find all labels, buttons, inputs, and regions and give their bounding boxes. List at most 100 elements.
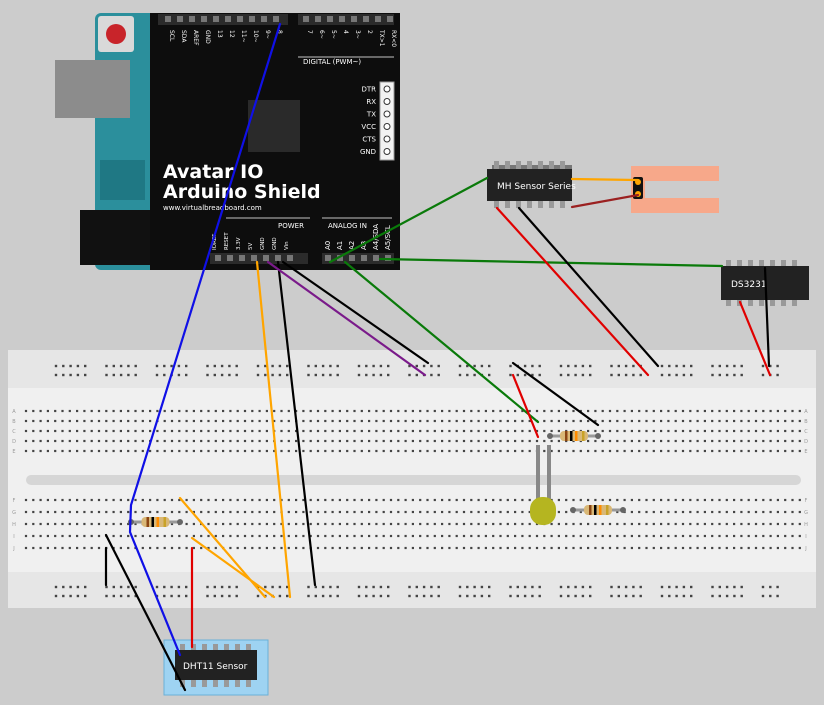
wire-darkred-mh-probe bbox=[570, 193, 640, 209]
shield-chip bbox=[248, 100, 300, 152]
led bbox=[530, 445, 556, 525]
serial-pin-label: GND bbox=[360, 148, 376, 156]
analog-pin-label: A2 bbox=[348, 241, 356, 250]
row-letter: I bbox=[805, 534, 806, 540]
led-body bbox=[530, 497, 556, 525]
digital-label: DIGITAL (PWM~) bbox=[303, 58, 361, 66]
wire-red-mh-rail bbox=[495, 206, 650, 377]
wire-green-a1-led bbox=[343, 260, 540, 424]
voltage-regulator bbox=[100, 160, 145, 200]
row-letter: F bbox=[805, 498, 808, 504]
power-pin-label: 5V bbox=[248, 243, 254, 250]
dht11-sensor-module: DHT11 Sensor bbox=[163, 639, 269, 696]
power-label: POWER bbox=[278, 222, 304, 230]
wire-black-gnd-rail bbox=[276, 260, 317, 587]
row-letter: A bbox=[804, 409, 808, 415]
analog-pin-label: A3 bbox=[360, 241, 368, 250]
wire-blue-pin8-dht bbox=[128, 22, 282, 657]
resistor-ldr bbox=[570, 505, 626, 515]
digital-pin-label: RX<0 bbox=[390, 30, 397, 47]
digital-pin-label: 13 bbox=[216, 30, 223, 38]
analog-label: ANALOG IN bbox=[328, 222, 367, 230]
serial-pin-label: TX bbox=[366, 111, 376, 119]
dht11-label: DHT11 Sensor bbox=[183, 662, 248, 672]
power-pin-label: GND bbox=[272, 237, 278, 250]
wire-orange-mh-probe bbox=[570, 177, 640, 182]
row-letter: C bbox=[12, 429, 16, 435]
row-letter: E bbox=[804, 449, 807, 455]
row-letter: H bbox=[12, 522, 16, 528]
dc-power-jack bbox=[80, 210, 150, 265]
row-letter: B bbox=[804, 419, 808, 425]
wire-orange-3v3-rail bbox=[255, 260, 292, 599]
digital-pin-label: 2 bbox=[366, 30, 373, 34]
wire-black-dht-gnd bbox=[104, 533, 187, 692]
soil-probe bbox=[631, 166, 719, 213]
wire-red-rtc-rail bbox=[738, 300, 772, 377]
digital-pin-label: 11~ bbox=[240, 30, 247, 43]
wire-orange-dht-2 bbox=[190, 536, 276, 599]
power-pin-label: GND bbox=[260, 237, 266, 250]
digital-pin-label: 9~ bbox=[264, 30, 271, 39]
digital-pin-label: 4 bbox=[342, 30, 349, 34]
row-letter: E bbox=[12, 449, 15, 455]
wire-green-a0-mh bbox=[328, 176, 489, 264]
power-pin-label: 3.3V bbox=[236, 237, 242, 250]
header-analog bbox=[322, 253, 394, 264]
mh-sensor-label: MH Sensor Series bbox=[497, 182, 576, 192]
bottom-power-rail bbox=[8, 572, 816, 608]
header-power bbox=[210, 253, 308, 264]
ds3231-label: DS3231 bbox=[731, 280, 767, 290]
wires bbox=[104, 22, 772, 692]
shield-title-line1: Avatar IO bbox=[163, 161, 263, 183]
digital-pin-label: 3~ bbox=[354, 30, 361, 39]
dht11-chip bbox=[175, 650, 257, 680]
digital-pin-label: 8 bbox=[276, 30, 283, 34]
row-letter: C bbox=[804, 429, 808, 435]
analog-pin-label: A5/SCL bbox=[384, 225, 392, 250]
mh-sensor-module: MH Sensor Series bbox=[487, 161, 576, 208]
row-letter: G bbox=[12, 510, 16, 516]
probe-prong-bottom bbox=[631, 198, 719, 213]
header-digital-low bbox=[298, 14, 394, 25]
digital-pin-label: SCL bbox=[168, 30, 175, 42]
digital-pin-label: 10~ bbox=[252, 30, 259, 43]
wire-black-mh-rail bbox=[517, 206, 660, 368]
digital-pin-label: GND bbox=[204, 30, 211, 44]
serial-pin-label: RX bbox=[366, 98, 376, 106]
wire-green-a4-rtc bbox=[378, 257, 724, 268]
row-letter: I bbox=[13, 534, 14, 540]
row-letter: H bbox=[804, 522, 808, 528]
wire-black-led bbox=[511, 361, 600, 427]
serial-pin-label: VCC bbox=[361, 123, 376, 131]
row-letter: G bbox=[804, 510, 808, 516]
wire-purple-5v-toprail bbox=[266, 260, 427, 377]
row-letter: B bbox=[12, 419, 16, 425]
power-pin-label: IOREF bbox=[212, 234, 218, 250]
power-pin-label: Vin bbox=[284, 241, 290, 250]
serial-pin-label: DTR bbox=[361, 86, 376, 94]
row-letter: D bbox=[12, 439, 16, 445]
digital-pin-label: 5~ bbox=[330, 30, 337, 39]
digital-pin-label: SDA bbox=[180, 30, 187, 43]
digital-pin-label: 6~ bbox=[318, 30, 325, 39]
top-power-rail bbox=[8, 350, 816, 388]
power-pin-label: RESET bbox=[224, 232, 230, 250]
digital-pin-label: AREF bbox=[192, 30, 199, 46]
row-letter: F bbox=[13, 498, 16, 504]
row-letter: J bbox=[804, 546, 806, 552]
usb-port bbox=[55, 60, 130, 118]
analog-pin-label: A1 bbox=[336, 241, 344, 250]
analog-pin-label: A0 bbox=[324, 241, 332, 250]
mh-sensor-chip bbox=[487, 169, 572, 201]
wire-red-led bbox=[511, 373, 540, 439]
wire-black-rtc-rail bbox=[763, 266, 771, 368]
probe-prong-top bbox=[631, 166, 719, 181]
serial-pin-label: CTS bbox=[362, 136, 376, 144]
wire-black-gnd-toprail bbox=[281, 260, 430, 365]
row-letter: J bbox=[12, 546, 14, 552]
row-letter: A bbox=[12, 409, 16, 415]
